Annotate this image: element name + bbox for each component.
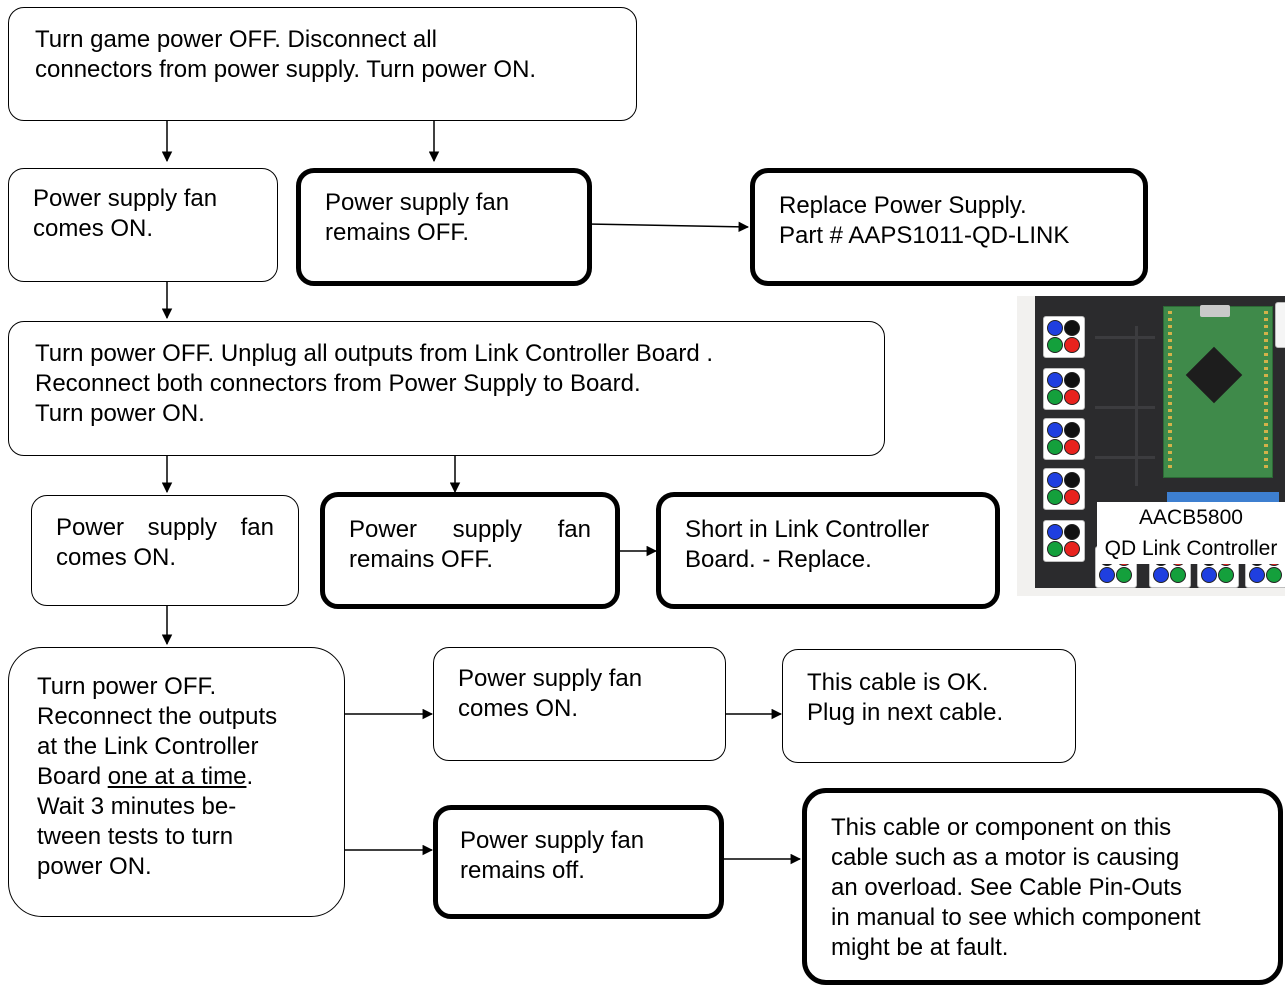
step-text-suffix: . [246,763,254,790]
result-text-line: Power supply fan [460,827,645,854]
result-text-line: comes ON. [56,544,177,571]
board-caption: QD Link Controller [1104,537,1278,560]
result-text-line: This cable or component on this [831,814,1172,841]
action-text-line: Part # AAPS1011-QD-LINK [779,222,1070,249]
result-text-line: This cable is OK. [807,669,989,696]
arrow-fan-off-to-replace [586,221,750,233]
result-text-line: Power supply fan [56,514,274,541]
step-unplug-board-outputs: Turn power OFF. Unplug all outputs from … [8,321,885,456]
result-text-line: cable such as a motor is causing [831,844,1180,871]
action-replace-power-supply: Replace Power Supply. Part # AAPS1011-QD… [750,168,1148,286]
result-cable-fan-comes-on: Power supply fan comes ON. [433,647,726,761]
result-board-fan-remains-off: Power supply fan remains OFF. [320,492,620,609]
step-text-emphasis: one at a time [107,763,247,790]
output-connector [1043,418,1085,460]
action-text-line: Short in Link Controller [685,516,930,543]
result-text-line: Plug in next cable. [807,699,1004,726]
step-text-line: Reconnect both connectors from Power Sup… [35,370,641,397]
step-text-line: Turn power OFF. [37,673,217,700]
result-text-line: might be at fault. [831,934,1009,961]
step-text-line: power ON. [37,853,152,880]
output-connector [1043,316,1085,358]
result-text-line: remains OFF. [325,219,470,246]
step-text-line: tween tests to turn [37,823,234,850]
result-fan-comes-on: Power supply fan comes ON. [8,168,278,282]
result-text-line: Power supply fan [325,189,510,216]
microcontroller-module [1163,305,1273,478]
action-text-line: Replace Power Supply. [779,192,1027,219]
board-label: AACB5800 QD Link Controller [1097,502,1285,564]
output-connector [1043,468,1085,510]
result-cable-overload: This cable or component on this cable su… [802,788,1283,985]
step-text-line: Turn game power OFF. Disconnect all [35,26,437,53]
step-text-line: Turn power OFF. Unplug all outputs from … [35,340,714,367]
step-text-line: Wait 3 minutes be- [37,793,237,820]
result-text-line: an overload. See Cable Pin-Outs [831,874,1182,901]
result-cable-fan-remains-off: Power supply fan remains off. [433,805,724,919]
board-part-number: AACB5800 [1139,506,1243,529]
action-replace-link-controller-board: Short in Link Controller Board. - Replac… [656,492,1000,609]
step-disconnect-power-supply: Turn game power OFF. Disconnect all conn… [8,7,637,121]
result-text-line: Power supply fan [33,185,218,212]
result-text-line: in manual to see which component [831,904,1201,931]
result-fan-remains-off: Power supply fan remains OFF. [296,168,592,286]
result-text-line: remains OFF. [349,546,494,573]
step-text-line: connectors from power supply. Turn power… [35,56,537,83]
step-text-line: at the Link Controller [37,733,259,760]
step-reconnect-outputs-one-at-a-time: Turn power OFF. Reconnect the outputs at… [8,647,345,917]
result-text-line: comes ON. [33,215,154,242]
output-connector [1043,368,1085,410]
step-text-line: Reconnect the outputs [37,703,278,730]
action-text-line: Board. - Replace. [685,546,872,573]
result-text-line: remains off. [460,857,585,884]
result-text-line: comes ON. [458,695,579,722]
step-text-line: Board one at a time. [37,762,344,792]
step-text-line: Turn power ON. [35,400,205,427]
step-text-prefix: Board [37,763,108,790]
link-controller-board-photo: AACB5800 QD Link Controller [1017,296,1285,596]
result-text-line: Power supply fan [349,516,591,543]
result-board-fan-comes-on: Power supply fan comes ON. [31,495,299,606]
result-cable-ok: This cable is OK. Plug in next cable. [782,649,1076,763]
result-text-line: Power supply fan [458,665,643,692]
output-connector [1043,520,1085,562]
